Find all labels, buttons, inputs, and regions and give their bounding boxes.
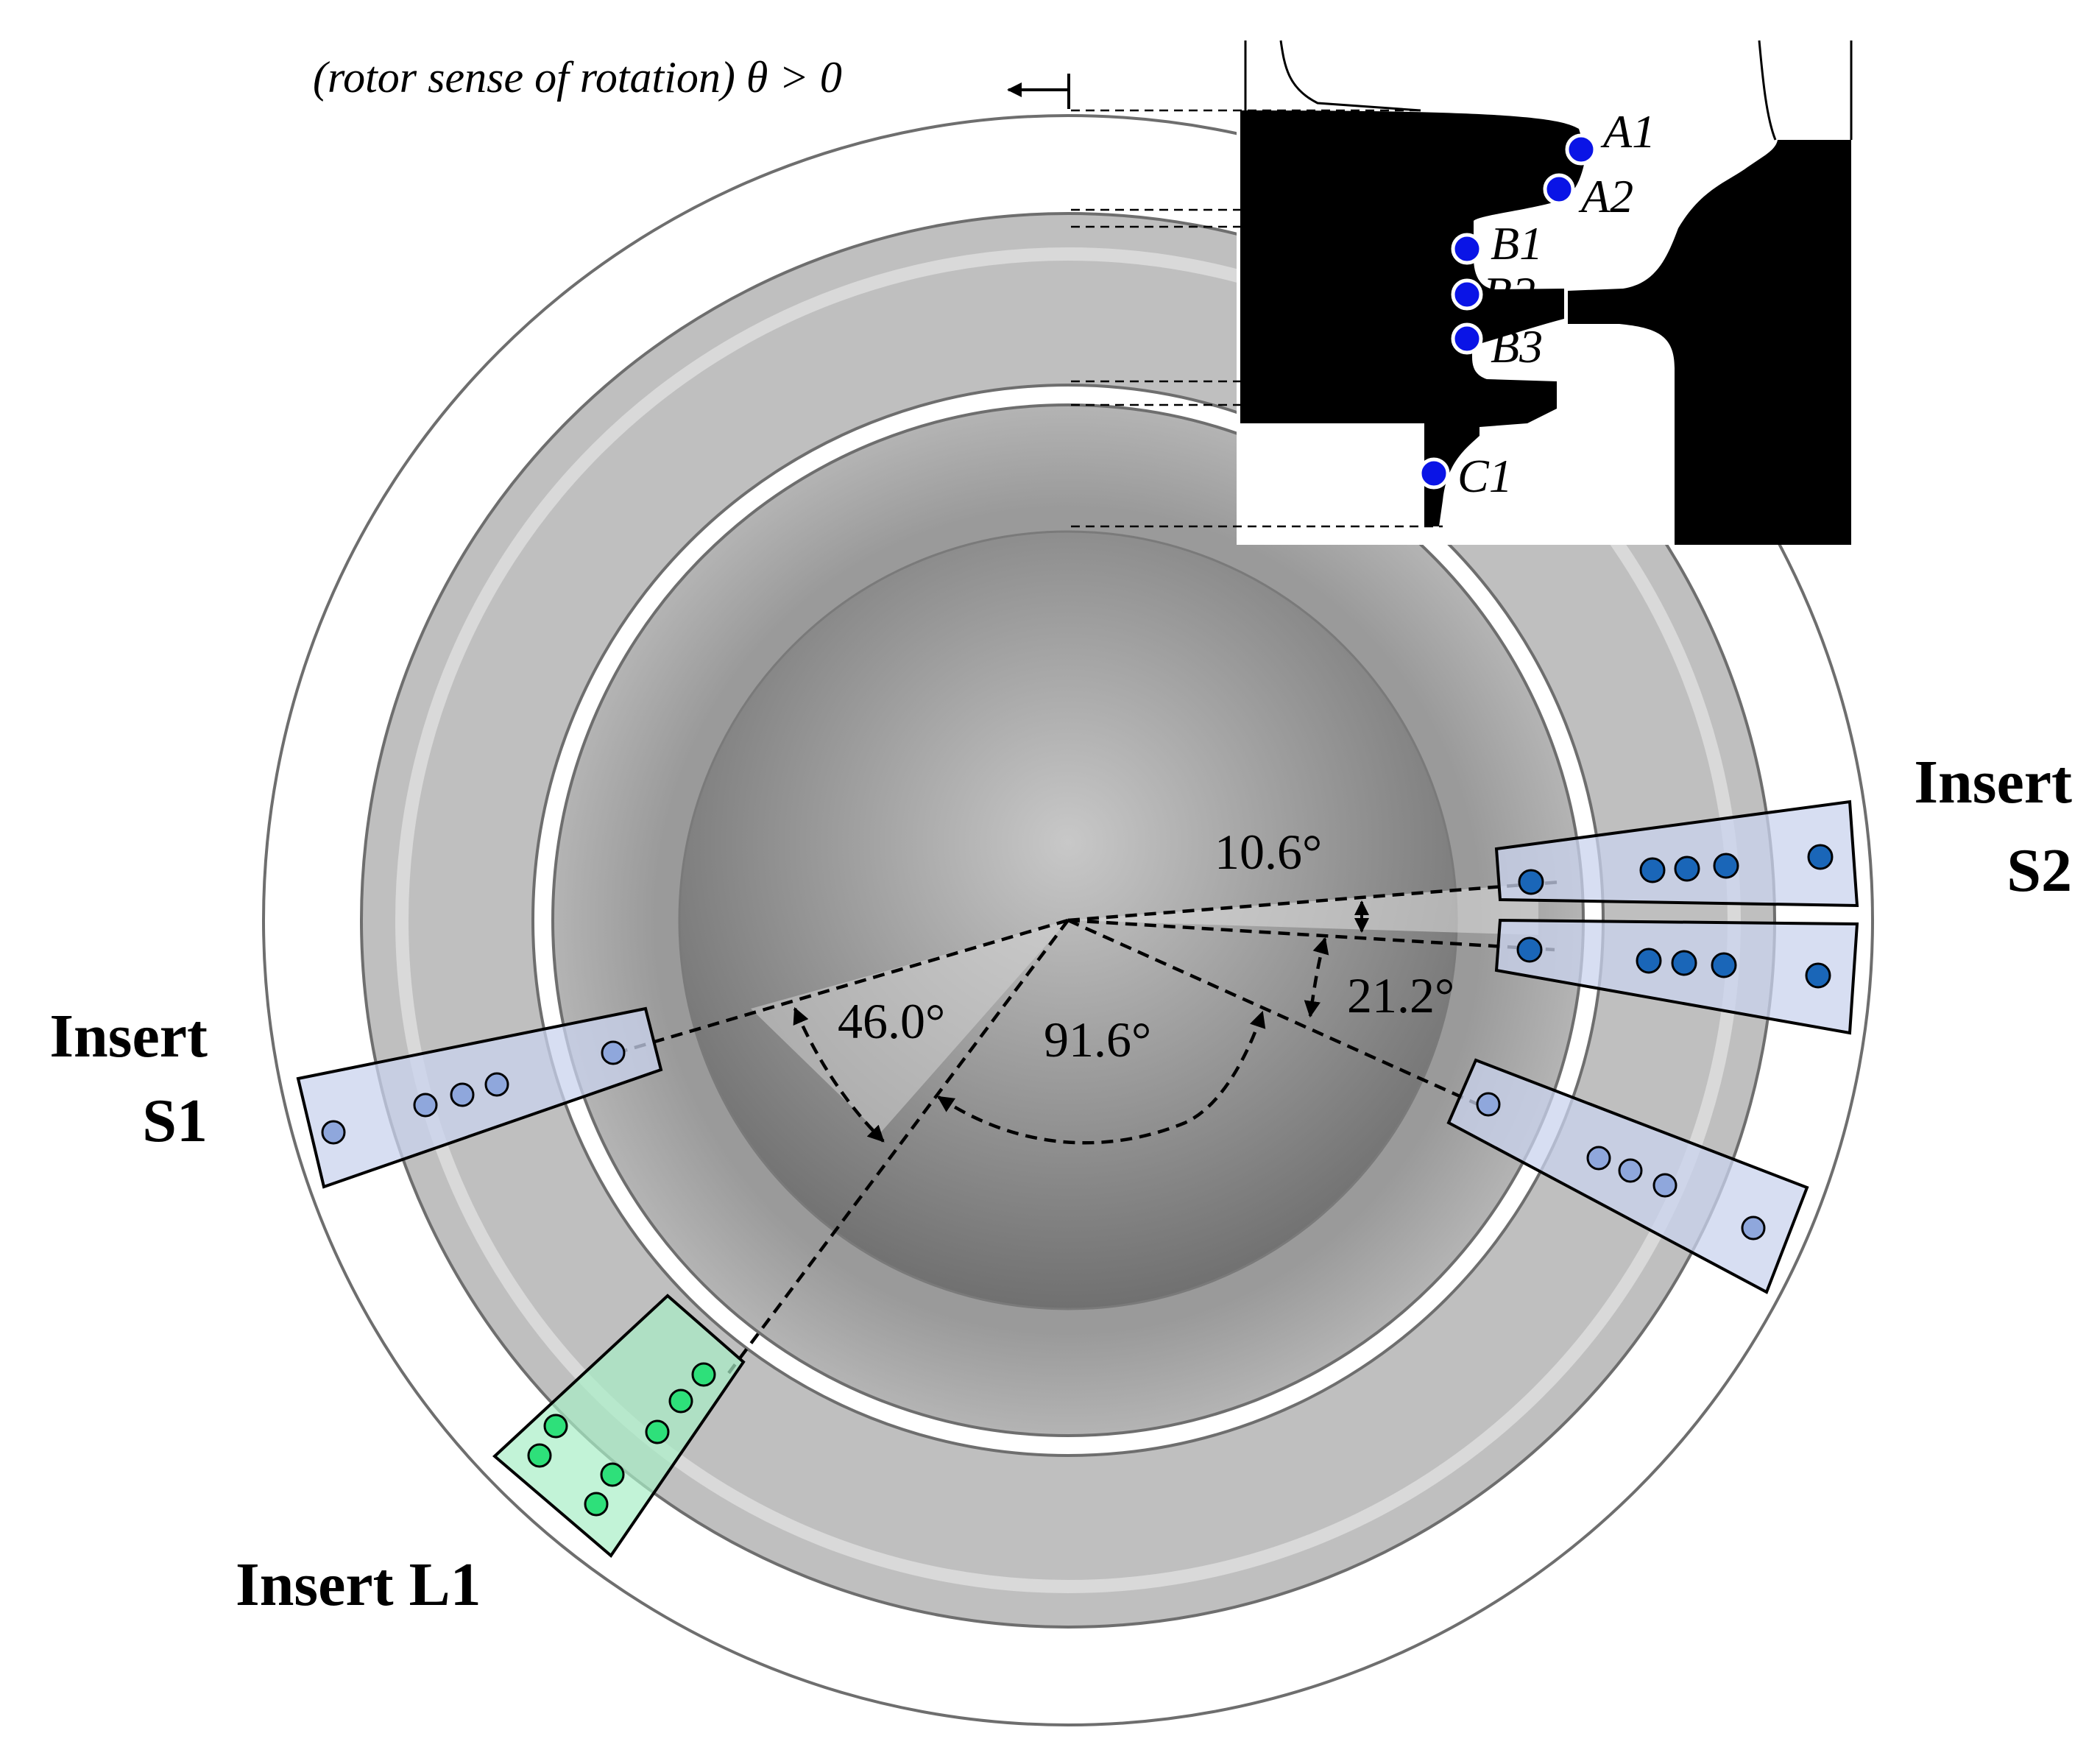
sensor-dot [601,1040,626,1065]
sensor-dot [484,1072,509,1097]
probe-points: A1 A2 B1 B2 B3 C1 [1418,105,1655,502]
sensor-dot [668,1389,693,1414]
insert-s2-rotated [1446,1058,1809,1294]
probe-b1 [1451,233,1483,265]
sensor-dot [1671,950,1697,976]
insert-s2-label-line1: Insert [1914,748,2072,816]
insert-s2-lower [1494,918,1859,1035]
sensor-dot [1713,853,1739,879]
angle-label-46-0: 46.0° [838,993,945,1049]
insert-s2-upper [1494,800,1859,908]
sensor-dot [413,1093,438,1118]
sensor-dot [1618,1158,1643,1183]
angle-label-91-6: 91.6° [1044,1012,1151,1068]
sector-10deg [1068,883,1538,935]
sensor-dot [1639,857,1666,883]
insert-s2-label-line2: S2 [2007,836,2072,905]
probe-c1 [1418,457,1450,490]
probe-label-b1: B1 [1491,217,1543,269]
sensor-dot [1807,844,1834,870]
insert-s1-label-line1: Insert [49,1002,208,1070]
section-left-profile [1240,110,1586,526]
sensor-dot [584,1492,609,1517]
sensor-dot [600,1462,625,1487]
sensor-dot [645,1419,670,1444]
rotation-note: (rotor sense of rotation) θ > 0 [313,53,842,102]
sensor-dot [450,1082,475,1107]
arc-46-0 [793,1006,885,1143]
probe-b2 [1451,278,1483,311]
angle-label-10-6: 10.6° [1215,824,1322,880]
sensor-dot [1674,855,1700,882]
sensor-dot [1741,1216,1766,1241]
insert-s1 [296,1006,663,1189]
probe-b3 [1451,322,1483,355]
probe-label-a2: A2 [1578,170,1633,222]
sensor-dot [527,1443,552,1468]
probe-a2 [1543,173,1575,205]
probe-label-a1: A1 [1600,105,1655,158]
angle-arcs [793,900,1369,1145]
insert-s1-label-line2: S1 [142,1087,208,1155]
rotation-indicator: (rotor sense of rotation) θ > 0 [313,53,1070,109]
arc-21-2 [1304,936,1329,1018]
section-casing-left [1279,40,1421,112]
sensor-dot [1516,936,1543,963]
stator-ring-highlight [395,247,1741,1593]
probe-a1 [1565,133,1597,166]
section-right-profile [1568,140,1851,545]
radial-lines [621,880,1561,1375]
probe-label-b3: B3 [1491,320,1543,373]
cross-section [1237,0,1855,545]
probe-label-b2: B2 [1483,267,1535,320]
angle-label-21-2: 21.2° [1347,967,1454,1023]
sensor-dot [1636,948,1662,974]
section-casing-right [1758,40,1777,141]
projection-lines [1071,109,1487,528]
probe-label-c1: C1 [1457,450,1513,502]
sensor-dot [691,1362,716,1387]
insert-l1-label: Insert L1 [236,1550,481,1619]
arc-91-6 [937,1010,1266,1145]
sensor-dot [1518,869,1544,895]
sensor-dot [1711,952,1737,978]
sensor-dot [543,1414,568,1439]
sensor-dot [1476,1092,1501,1117]
sensor-dot [1805,962,1831,989]
insert-l1 [492,1294,746,1558]
sensor-dot [1586,1146,1611,1171]
sensor-dot [1652,1173,1677,1198]
sensor-dot [321,1120,346,1145]
